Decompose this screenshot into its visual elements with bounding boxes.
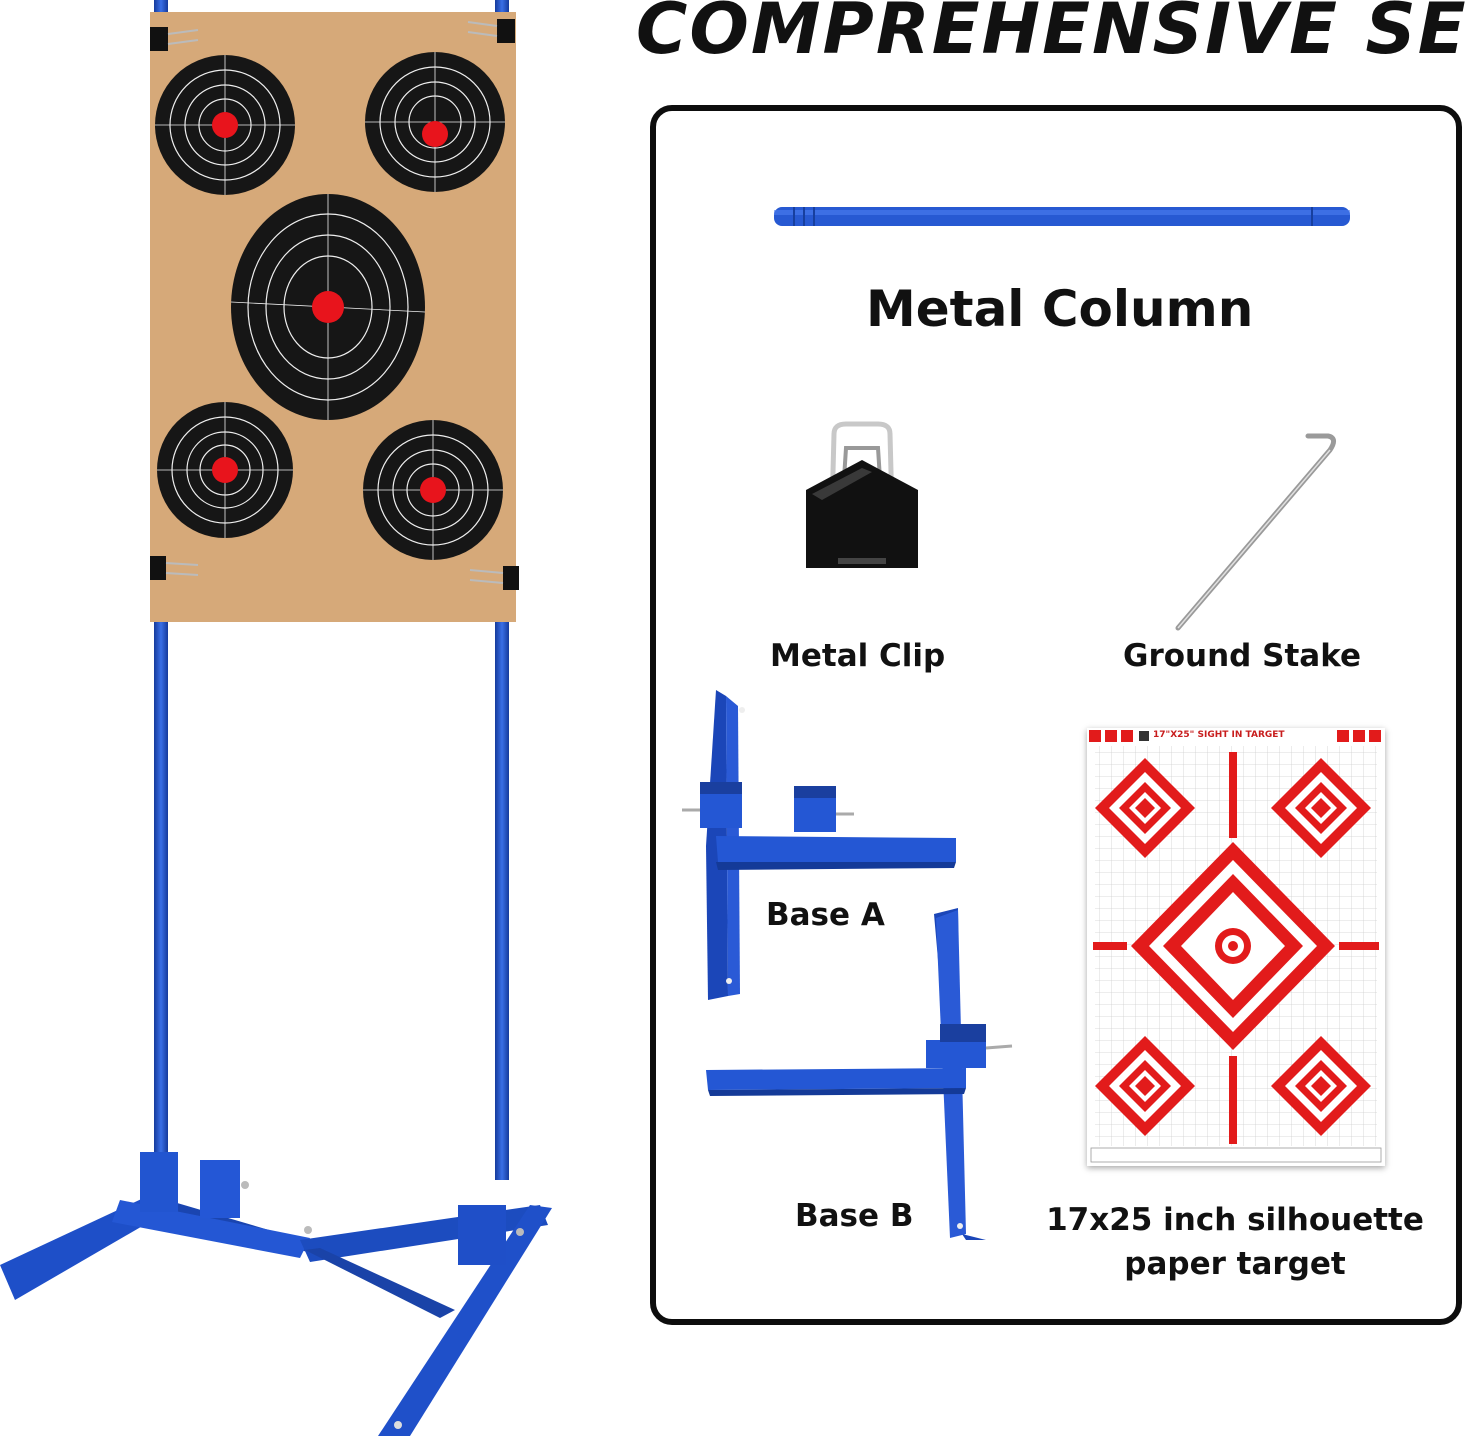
target-stand-illustration (0, 0, 552, 1436)
stand-clips (150, 19, 519, 590)
kit-contents-panel (650, 105, 1462, 1325)
metal-column-label: Metal Column (866, 280, 1254, 338)
metal-clip-label: Metal Clip (770, 638, 946, 674)
base-b-label: Base B (795, 1198, 914, 1234)
paper-diamond-bottom-left (1095, 1036, 1195, 1136)
metal-column-rod-icon (774, 207, 1350, 226)
paper-target-header: 17"X25" SIGHT IN TARGET (1153, 730, 1285, 740)
paper-diamond-top-right (1271, 758, 1371, 858)
cardboard-bullseye-targets (155, 52, 505, 560)
binder-clip-icon (806, 421, 918, 568)
base-a-label: Base A (766, 897, 885, 933)
page-heading: COMPREHENSIVE SET (636, 0, 1470, 70)
base-b-bracket-icon (706, 908, 1013, 1240)
base-a-bracket-icon (682, 690, 956, 1000)
sight-in-target-paper-icon: 17"X25" SIGHT IN TARGET (1087, 728, 1385, 1166)
paper-target-label: 17x25 inch silhouette paper target (1046, 1202, 1424, 1282)
paper-target-graphic (1089, 730, 1382, 1163)
stand-base (0, 1152, 552, 1436)
paper-diamond-bottom-right (1271, 1036, 1371, 1136)
ground-stake-icon (1175, 433, 1336, 631)
paper-diamond-center (1131, 842, 1335, 1050)
paper-diamond-top-left (1095, 758, 1195, 858)
ground-stake-label: Ground Stake (1123, 638, 1362, 674)
